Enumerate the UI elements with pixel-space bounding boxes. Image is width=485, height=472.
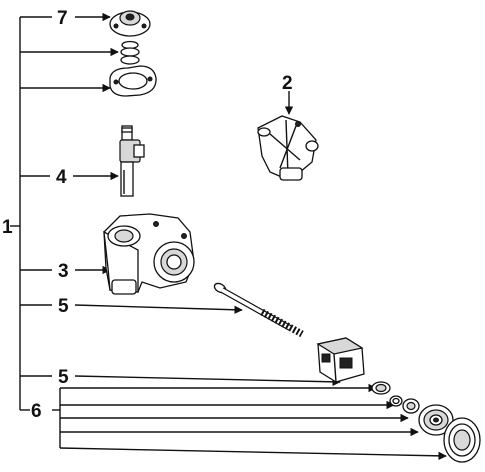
adjuster-block-part <box>316 337 365 383</box>
callout-5-upper: 5 <box>58 296 69 317</box>
callout-4: 4 <box>56 167 67 188</box>
washer-a-part <box>389 395 403 407</box>
callout-5-lower: 5 <box>58 367 69 388</box>
washer-b-part <box>402 398 420 414</box>
gasket-part <box>109 65 157 97</box>
pulley-part <box>418 404 454 436</box>
callout-1-bracket <box>10 16 119 411</box>
bracket-part <box>257 115 319 181</box>
long-bolt-part <box>213 282 304 338</box>
leader-lines <box>52 12 447 461</box>
seal-ring-part <box>371 381 391 395</box>
mount-cap-part <box>109 10 151 37</box>
gear-housing-part <box>103 213 195 295</box>
callout-2: 2 <box>282 73 293 94</box>
callout-7: 7 <box>57 8 68 29</box>
small-rings <box>120 40 140 65</box>
callout-3: 3 <box>58 261 69 282</box>
end-cover-part <box>443 417 481 463</box>
callout-1: 1 <box>2 217 13 238</box>
sensor-shaft-part <box>119 125 145 197</box>
callout-6: 6 <box>31 401 42 422</box>
